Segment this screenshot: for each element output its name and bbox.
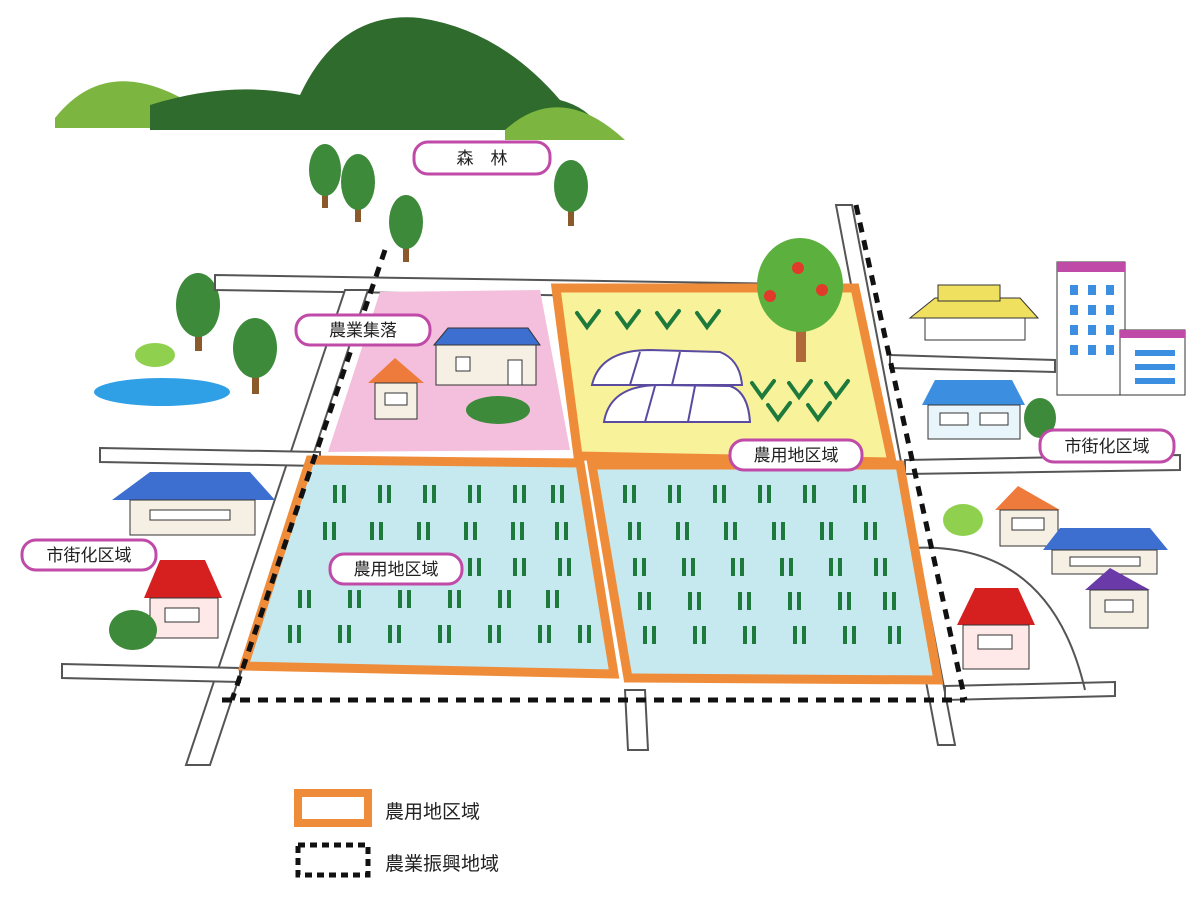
pond: [94, 378, 230, 406]
forest-trees: [176, 144, 588, 394]
svg-text:森 林: 森 林: [457, 149, 508, 169]
label-farmland-upper: 農用地区域: [728, 438, 864, 472]
village-houses: [368, 327, 541, 424]
rice-crops-right: [623, 485, 901, 644]
legend-promotion-label: 農業振興地域: [385, 853, 500, 875]
label-urban-left: 市街化区域: [20, 538, 158, 572]
label-urban-right: 市街化区域: [1038, 428, 1176, 464]
svg-text:市街化区域: 市街化区域: [47, 546, 132, 566]
urban-houses-left: [109, 472, 275, 650]
greenhouses: [590, 348, 752, 423]
mountains: [55, 17, 625, 140]
fruit-tree: [757, 238, 843, 362]
orchard-crops: [575, 309, 850, 423]
legend-promotion-swatch: [295, 842, 371, 878]
bush: [135, 343, 175, 367]
legend-farmland-swatch: [294, 789, 372, 827]
urban-buildings-right: [908, 261, 1186, 670]
svg-text:市街化区域: 市街化区域: [1065, 437, 1150, 457]
label-forest: 森 林: [412, 140, 552, 176]
label-village: 農業集落: [294, 313, 432, 347]
legend-farmland-label: 農用地区域: [385, 801, 481, 823]
svg-text:農業集落: 農業集落: [329, 321, 397, 341]
rice-crops-left: [288, 485, 591, 643]
svg-text:農用地区域: 農用地区域: [754, 446, 839, 466]
svg-text:農用地区域: 農用地区域: [354, 560, 439, 580]
label-farmland-lower: 農用地区域: [328, 552, 464, 586]
